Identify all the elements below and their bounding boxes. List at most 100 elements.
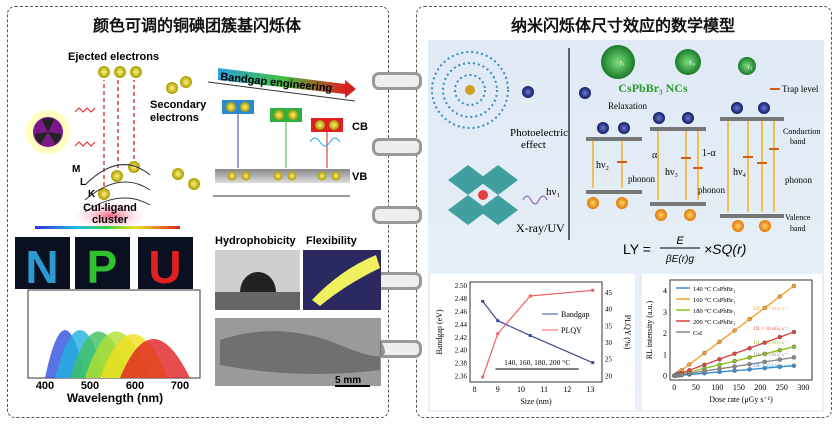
y2-tick-label: 25: [605, 356, 613, 364]
plot-frame: [469, 281, 603, 383]
y2-tick-label: 35: [605, 322, 613, 330]
svg-text:phonon: phonon: [785, 175, 813, 185]
y-tick-label: 2.50: [455, 282, 468, 290]
binder-ring: [372, 206, 422, 224]
data-point: [496, 319, 500, 323]
legend-label: CsI: [693, 330, 702, 337]
y-tick-label: 2.42: [455, 334, 468, 342]
bandgap-engineering-arrow: [218, 68, 345, 94]
x-tick-label: 150: [733, 383, 745, 392]
legend-label: 180 °C CsPbBr₃: [693, 308, 735, 315]
color-gradient-bar: [35, 226, 180, 229]
scale-bar-label: 5 mm: [335, 375, 361, 386]
svg-text:phonon: phonon: [698, 185, 726, 195]
y-tick-label: 2.36: [455, 373, 468, 381]
data-point: [762, 365, 767, 371]
x-tick-label: 10: [517, 385, 525, 394]
svg-text:r₂: r₂: [748, 65, 753, 71]
data-point: [791, 283, 797, 289]
x-tick-label: 11: [540, 385, 548, 394]
data-point: [762, 305, 767, 311]
svg-text:α: α: [652, 150, 658, 161]
shell-l-label: L: [80, 177, 86, 188]
svg-text:Trap level: Trap level: [782, 84, 819, 94]
size-effect-model-diagram: Photoelectric effect hν₁ X-ray/UV r₁ r₀ …: [431, 45, 820, 265]
svg-text:600: 600: [126, 380, 144, 392]
svg-text:hν₃: hν₃: [665, 167, 678, 178]
x-tick-label: 250: [776, 383, 788, 392]
legend-label: Bandgap: [561, 310, 589, 319]
y-tick-label: 2.40: [455, 347, 468, 355]
chart-bandgap-plqy-bg: [430, 274, 635, 410]
detection-limit-label: DL = 17 nGy s⁻¹: [754, 306, 788, 312]
data-point: [528, 294, 532, 298]
x-tick-label: 0: [672, 383, 676, 392]
cluster-label-line2: cluster: [92, 214, 129, 226]
y2-tick-label: 45: [605, 289, 613, 297]
letter-n: N: [25, 241, 58, 293]
emission-spectrum: 400 500 600 700 Wavelength (nm): [27, 289, 201, 405]
svg-text:r₀: r₀: [690, 60, 695, 67]
data-point: [732, 364, 737, 369]
data-point: [791, 355, 797, 360]
detection-limit-label: DL = 75 nGy s⁻¹: [754, 352, 788, 358]
perovskite-crystal-icon: [448, 165, 518, 225]
xray-wave-icon: [74, 107, 96, 113]
letter-p: P: [87, 241, 118, 293]
series-line-bandgap: [482, 300, 593, 364]
nc-label: CsPbBr₃ NCs: [618, 81, 688, 95]
data-point: [777, 294, 782, 299]
svg-text:Flexibility: Flexibility: [306, 235, 358, 247]
data-point: [679, 372, 684, 377]
data-point: [747, 345, 752, 351]
svg-text:effect: effect: [521, 139, 546, 151]
svg-text:Conduction: Conduction: [783, 127, 820, 136]
y-tick-label: 4: [663, 287, 667, 296]
data-point: [732, 368, 737, 373]
y-tick-label: 2: [663, 329, 667, 338]
data-point: [732, 351, 737, 356]
legend-label: PLQY: [561, 326, 582, 335]
legend-label: 140 °C CsPbBr₃: [693, 286, 735, 293]
svg-text:CB: CB: [352, 121, 368, 133]
svg-text:LY =: LY =: [623, 241, 651, 257]
data-point: [762, 359, 767, 365]
shell-k-label: K: [88, 189, 96, 200]
data-point: [747, 362, 752, 367]
cluster-label: CuI-ligand: [83, 202, 137, 214]
data-point: [777, 364, 782, 370]
data-point: [717, 357, 722, 362]
y-tick-label: 1: [663, 350, 667, 359]
svg-text:E: E: [676, 235, 684, 247]
svg-text:r₁: r₁: [620, 60, 625, 67]
x-axis-label: Size (nm): [520, 397, 552, 406]
data-point: [762, 351, 767, 357]
detection-limit-label: DL = 32 nGy s⁻¹: [754, 340, 788, 346]
x-tick-label: 8: [473, 385, 477, 394]
y-tick-label: 2.44: [455, 321, 468, 329]
binder-ring: [372, 138, 422, 156]
y2-tick-label: 20: [605, 372, 613, 380]
data-point: [717, 339, 722, 344]
ejected-electrons-label: Ejected electrons: [68, 51, 159, 63]
data-point: [791, 344, 797, 349]
y2-axis-label: PLQY (%): [623, 315, 632, 350]
svg-text:400: 400: [36, 380, 54, 392]
light-yield-formula: LY = E βE(r)g ×SQ(r): [623, 235, 746, 265]
shell-m-label: M: [72, 164, 80, 175]
series-line-plqy: [482, 289, 593, 378]
data-point: [591, 361, 595, 365]
svg-text:1-α: 1-α: [702, 148, 716, 159]
data-point: [777, 348, 782, 353]
x-axis-label: Dose rate (μGy s⁻¹): [709, 395, 773, 404]
chart-rl-intensity-bg: [642, 274, 822, 410]
scintillation-diagram: Ejected electrons M L K CuI-ligand clust…: [15, 51, 385, 405]
y2-tick-label: 40: [605, 306, 613, 314]
data-point: [762, 340, 767, 345]
data-point: [687, 362, 692, 367]
svg-text:700: 700: [171, 380, 189, 392]
y-axis-label: RL intensity (a.u.): [645, 300, 654, 359]
svg-text:hν₁: hν₁: [546, 186, 560, 198]
x-tick-label: 300: [797, 383, 809, 392]
